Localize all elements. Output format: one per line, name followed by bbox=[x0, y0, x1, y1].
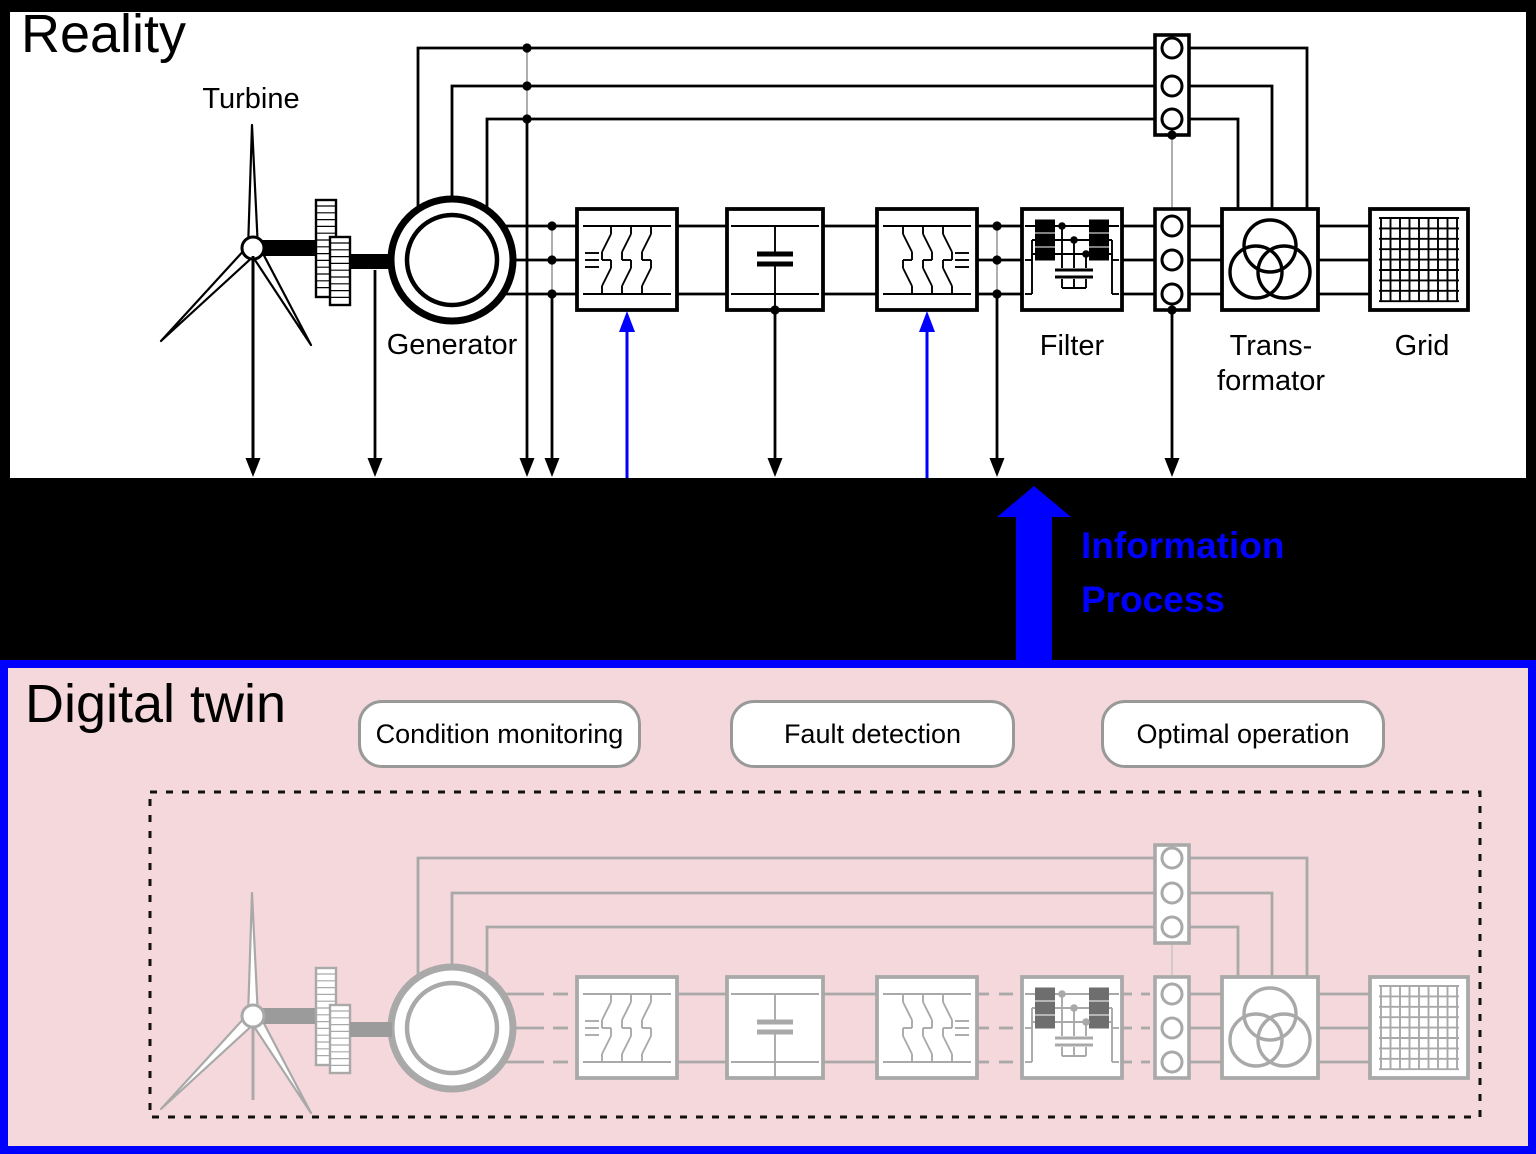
fault-detection-button[interactable]: Fault detection bbox=[730, 700, 1015, 768]
digital-twin-title: Digital twin bbox=[25, 674, 287, 734]
turbine-label: Turbine bbox=[202, 83, 300, 115]
condition-monitoring-button[interactable]: Condition monitoring bbox=[358, 700, 641, 768]
information-process-label: Information Process bbox=[1081, 525, 1285, 621]
grid-label: Grid bbox=[1394, 330, 1450, 362]
generator-label: Generator bbox=[386, 329, 518, 361]
transformator-label: Trans- formator bbox=[1217, 330, 1325, 397]
information-process-arrow bbox=[997, 486, 1071, 660]
filter-label: Filter bbox=[1039, 330, 1105, 362]
optimal-operation-button[interactable]: Optimal operation bbox=[1101, 700, 1385, 768]
reality-title: Reality bbox=[21, 4, 187, 64]
